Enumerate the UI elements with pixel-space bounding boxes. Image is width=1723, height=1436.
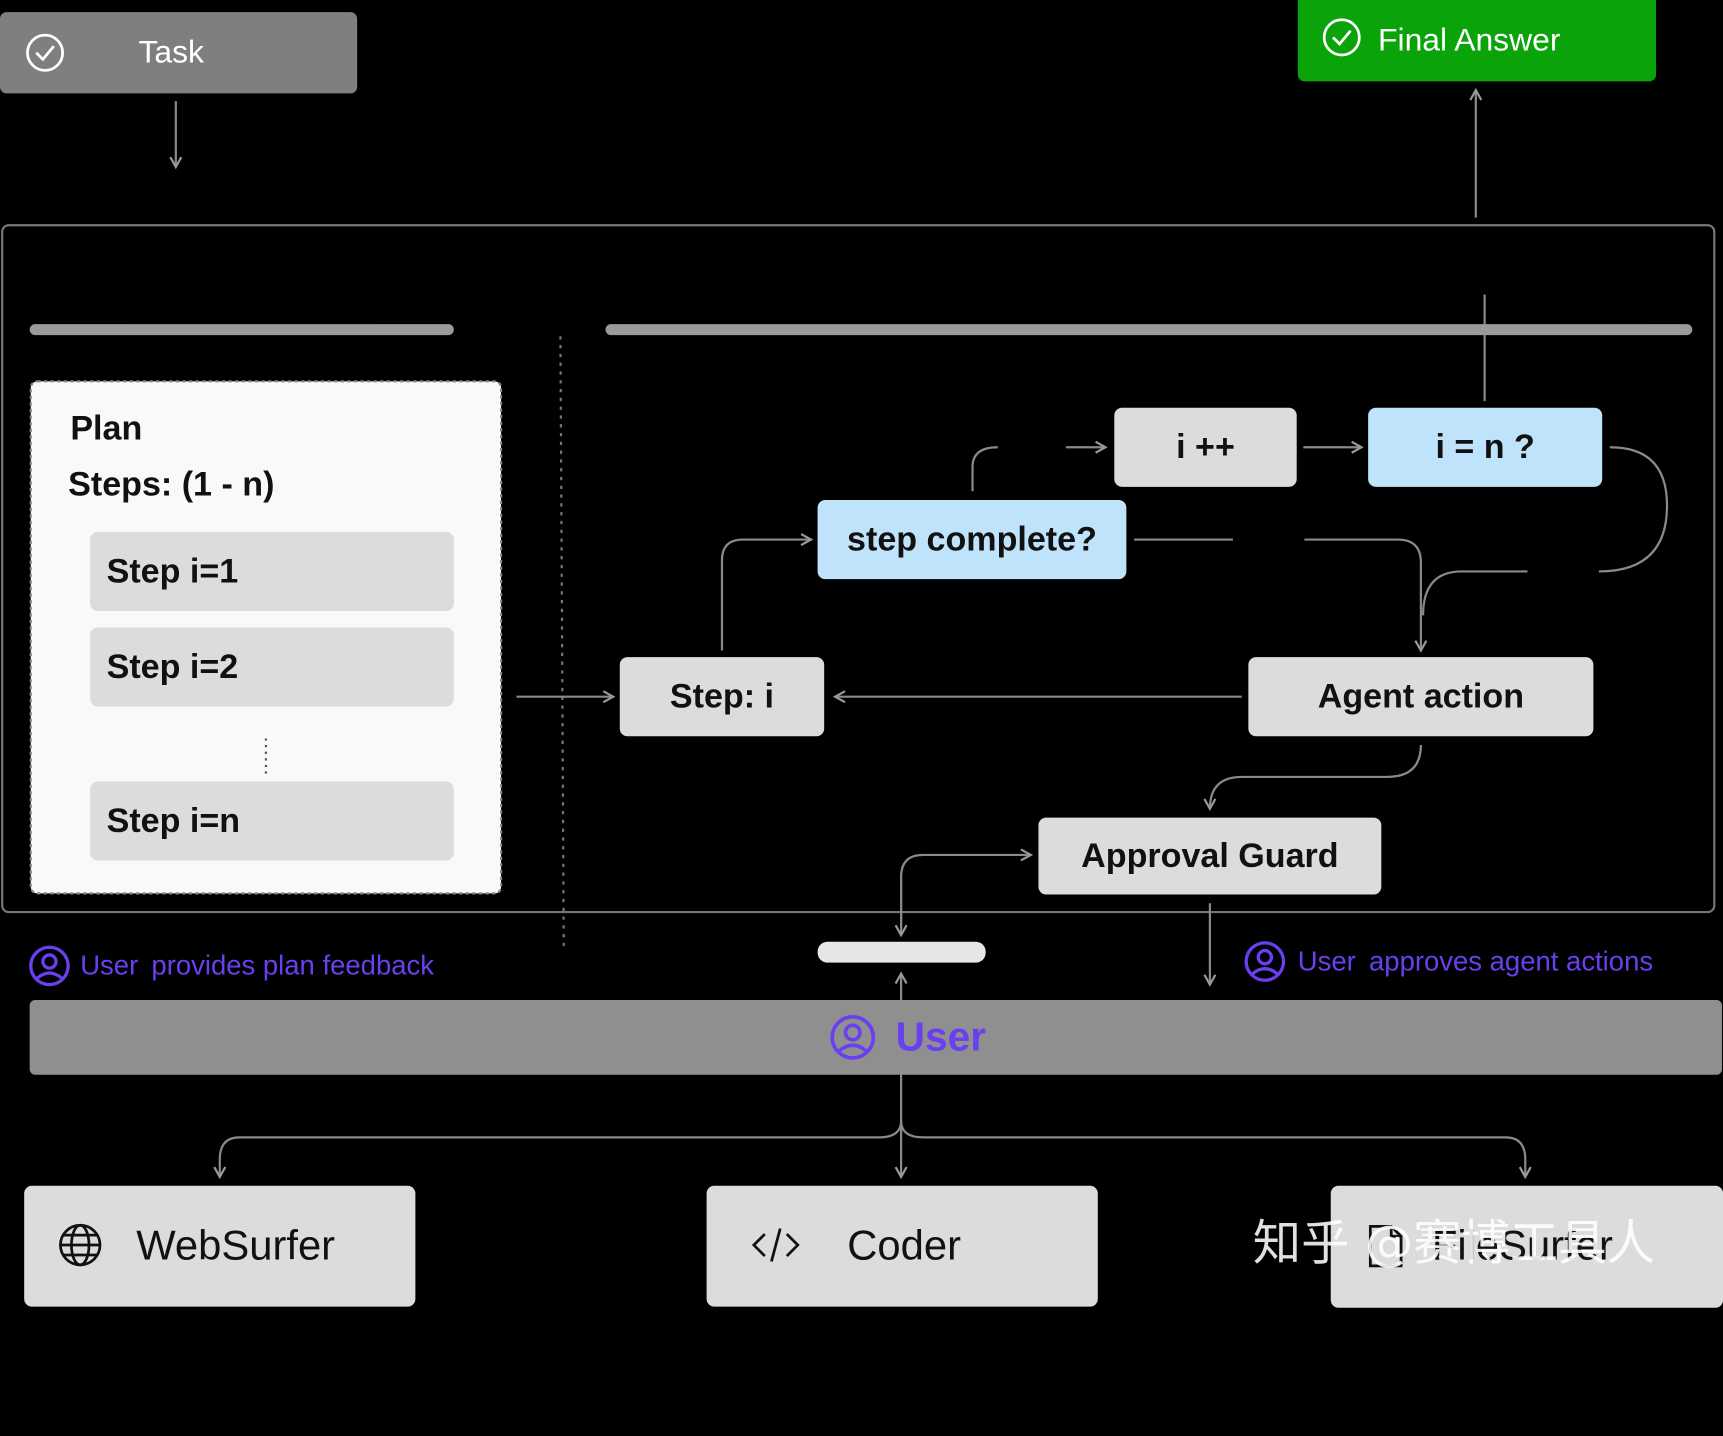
approves-user: User [1297, 945, 1356, 977]
user-circle-icon [829, 1013, 877, 1061]
approves-text: approves agent actions [1369, 945, 1654, 977]
agent-websurfer-label: WebSurfer [136, 1222, 336, 1269]
step-current-box: Step: i [619, 657, 825, 737]
approves-actions-note: User approves agent actions [1243, 940, 1653, 984]
plan-steps-label: Steps: (1 - n) [68, 464, 275, 504]
check-circle-icon [24, 32, 66, 74]
user-bridge-pill [817, 941, 986, 963]
agent-filesurfer-label: FileSurfer [1431, 1223, 1613, 1270]
task-box: Task [0, 12, 358, 94]
final-answer-label: Final Answer [1378, 22, 1561, 58]
plan-step-2: Step i=2 [90, 627, 454, 707]
executor-header-bar [605, 324, 1693, 336]
plan-feedback-user: User [80, 949, 139, 981]
plan-feedback-text: provides plan feedback [151, 949, 434, 981]
divider-dotted [559, 336, 565, 948]
agent-action-box: Agent action [1248, 657, 1594, 737]
step-complete-box: step complete? [817, 499, 1127, 580]
agent-coder-label: Coder [847, 1222, 961, 1269]
plan-step-1: Step i=1 [90, 531, 454, 611]
planner-header-bar [29, 324, 454, 336]
task-label: Task [138, 34, 205, 70]
plan-title: Plan [70, 408, 143, 448]
user-circle-icon [27, 944, 71, 988]
plan-step-n: Step i=n [90, 781, 454, 861]
agent-coder: Coder [706, 1185, 1098, 1307]
check-last-box: i = n ? [1368, 407, 1603, 487]
user-bar-label: User [895, 1014, 987, 1060]
agent-websurfer: WebSurfer [24, 1185, 416, 1307]
user-bar: User [29, 999, 1722, 1075]
user-circle-icon [1243, 940, 1287, 984]
code-icon [751, 1223, 802, 1267]
globe-icon [57, 1222, 103, 1268]
check-circle-icon [1321, 16, 1363, 58]
file-icon [1367, 1223, 1404, 1269]
final-answer-box: Final Answer [1297, 0, 1657, 82]
approval-guard-box: Approval Guard [1038, 817, 1382, 895]
increment-box: i ++ [1114, 407, 1297, 487]
agent-filesurfer: FileSurfer [1330, 1185, 1723, 1308]
watermark: 知乎 @赛博工具人 [1252, 1215, 1655, 1272]
plan-feedback-note: User provides plan feedback [27, 944, 434, 988]
